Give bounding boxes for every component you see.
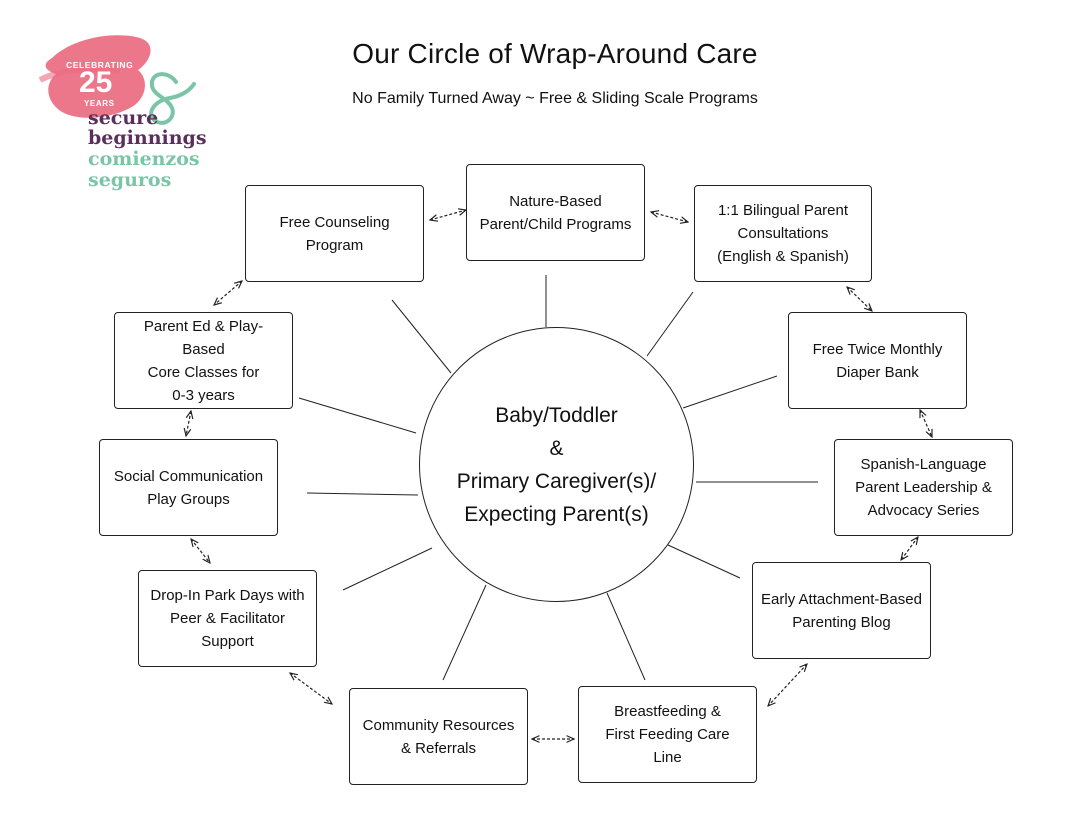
center-circle-baby-toddler-caregiver: Baby/Toddler & Primary Caregiver(s)/ Exp…: [419, 327, 694, 602]
secure-beginnings-logo: CELEBRATING 25 YEARS secure beginnings c…: [42, 30, 212, 195]
spoke-community: [442, 584, 487, 681]
node-breastfeeding-care-line: Breastfeeding & First Feeding Care Line: [578, 686, 757, 783]
connector-counseling-nature: [430, 210, 466, 220]
spoke-counseling: [391, 299, 452, 374]
logo-anniversary-number: 25: [79, 66, 113, 99]
node-nature-based-programs: Nature-Based Parent/Child Programs: [466, 164, 645, 261]
node-bilingual-consultations: 1:1 Bilingual Parent Consultations (Engl…: [694, 185, 872, 282]
spoke-breastfeeding: [606, 592, 646, 681]
node-free-counseling: Free Counseling Program: [245, 185, 424, 282]
spoke-lines: [298, 275, 818, 681]
connector-counseling-parented: [214, 281, 242, 305]
node-parenting-blog: Early Attachment-Based Parenting Blog: [752, 562, 931, 659]
logo-line-beginnings: beginnings: [88, 127, 207, 149]
connector-social-dropin: [191, 539, 210, 563]
logo-celebrating-text: CELEBRATING: [66, 60, 134, 70]
connector-nature-bilingual: [651, 212, 688, 222]
connector-spanish-blog: [901, 537, 918, 560]
spoke-blog: [667, 544, 741, 579]
logo-years-text: YEARS: [84, 99, 115, 108]
connector-blog-breastfeeding: [768, 664, 807, 706]
dashed-connectors: [186, 210, 932, 739]
node-diaper-bank: Free Twice Monthly Diaper Bank: [788, 312, 967, 409]
logo-line-comienzos: comienzos: [88, 148, 200, 170]
spoke-bilingual: [646, 291, 694, 357]
page-subtitle: No Family Turned Away ~ Free & Sliding S…: [352, 90, 758, 107]
node-community-resources: Community Resources & Referrals: [349, 688, 528, 785]
connector-dropin-community: [290, 673, 332, 704]
spoke-parented: [298, 397, 417, 434]
node-social-communication-groups: Social Communication Play Groups: [99, 439, 278, 536]
node-drop-in-park-days: Drop-In Park Days with Peer & Facilitato…: [138, 570, 317, 667]
spoke-diaper: [682, 375, 778, 409]
connector-diaper-spanish: [920, 410, 932, 437]
node-spanish-leadership-series: Spanish-Language Parent Leadership & Adv…: [834, 439, 1013, 536]
spoke-social: [306, 492, 419, 496]
spoke-dropin: [342, 547, 433, 591]
connector-parented-social: [186, 411, 191, 436]
node-parent-ed-classes: Parent Ed & Play-Based Core Classes for …: [114, 312, 293, 409]
logo-line-secure: secure: [88, 107, 159, 129]
logo-ampersand-icon: [149, 72, 196, 125]
page-title: Our Circle of Wrap-Around Care: [352, 38, 758, 69]
logo-brush-mark: [38, 35, 151, 118]
connector-bilingual-diaper: [847, 287, 872, 311]
logo-line-seguros: seguros: [88, 169, 172, 191]
